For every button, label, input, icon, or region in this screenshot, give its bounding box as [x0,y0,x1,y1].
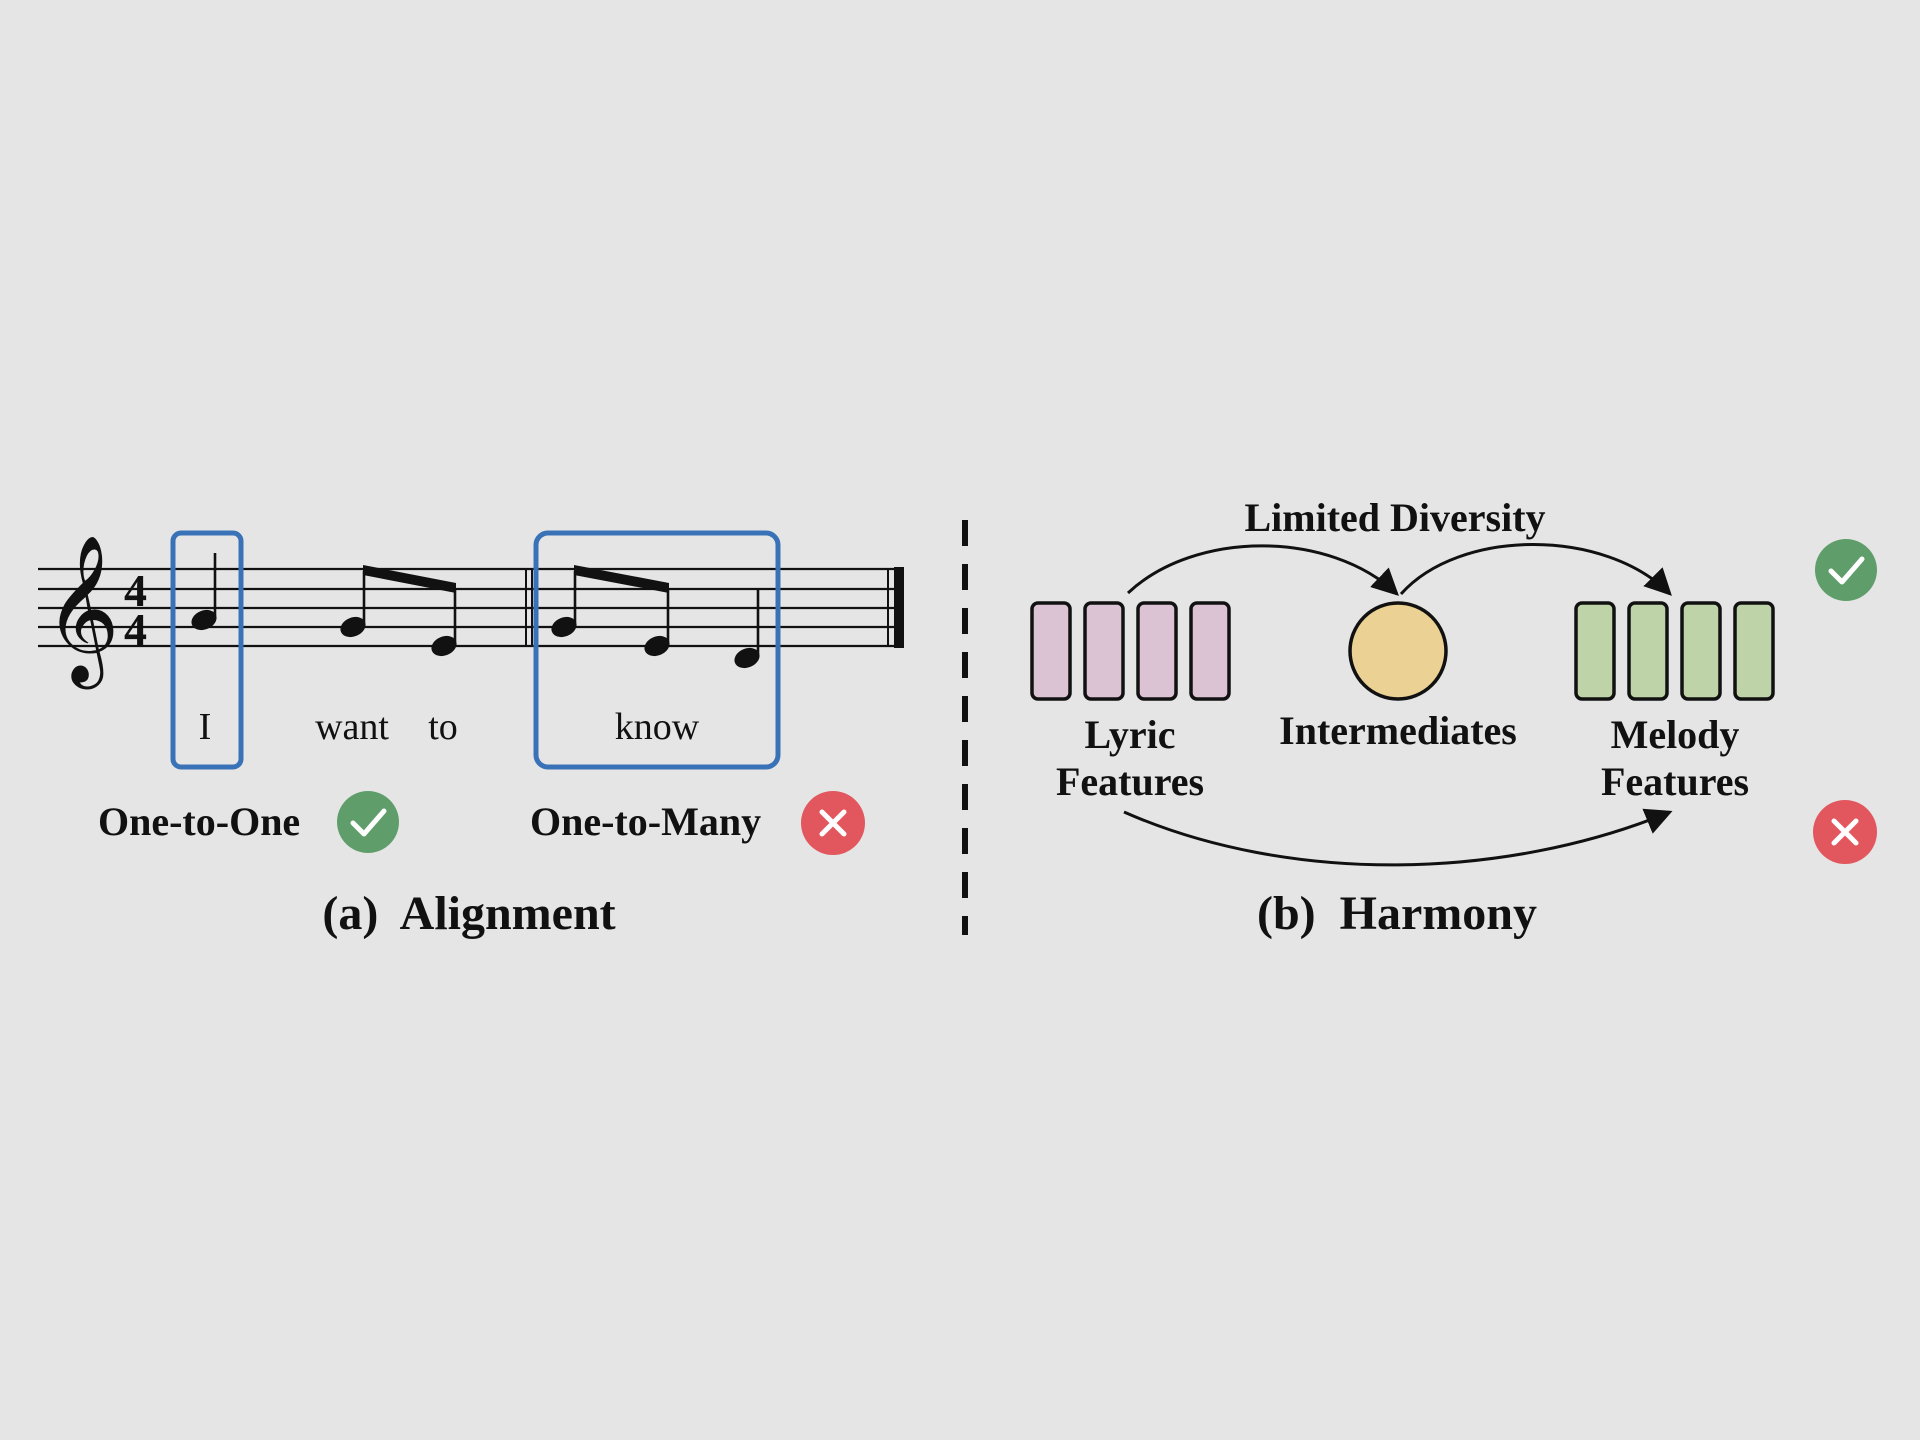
time-signature-bottom: 4 [124,604,147,655]
caption-alignment: (a) Alignment [322,887,615,940]
lyric-word-i: I [199,706,212,748]
check-circle-icon [337,791,399,853]
double-barline [525,569,533,646]
one-to-many-label: One-to-Many [530,799,761,844]
lyric-word-know: know [615,706,700,748]
one-to-one-box [170,530,244,770]
one-to-many-box [533,530,781,770]
note-quarter-2 [734,589,760,669]
note-beamed-pair-1 [340,565,457,657]
arrow-lyric-to-melody-direct [1123,808,1673,867]
lyric-features-label-line2: Features [1056,759,1204,804]
panel-harmony: Limited Diversity Lyric Features Interme… [1030,495,1877,940]
note-beamed-pair-2 [551,565,670,657]
check-circle-icon [1815,539,1877,601]
one-to-one-label: One-to-One [98,799,300,844]
treble-clef-icon: 𝄞 [44,536,120,689]
intermediates-label: Intermediates [1279,708,1517,753]
arrow-intermediate-to-melody [1399,543,1672,596]
intermediate-node [1348,601,1448,701]
panel-alignment: 𝄞 4 4 [38,530,904,940]
melody-features-label-line2: Features [1601,759,1749,804]
caption-harmony: (b) Harmony [1257,887,1537,940]
music-staff [38,567,900,648]
note-quarter-1 [191,553,217,631]
arrow-lyric-to-intermediate [1126,544,1399,596]
lyric-word-want: want [315,706,389,748]
melody-features-label-line1: Melody [1611,712,1740,757]
lyric-feature-blocks [1030,601,1231,701]
lyric-features-label-line1: Lyric [1084,712,1175,757]
final-barline [887,567,904,648]
cross-circle-icon [801,791,865,855]
lyric-word-to: to [428,706,458,748]
limited-diversity-label: Limited Diversity [1244,495,1545,540]
time-signature-top: 4 [124,565,147,616]
cross-circle-icon [1813,800,1877,864]
melody-feature-blocks [1574,601,1775,701]
